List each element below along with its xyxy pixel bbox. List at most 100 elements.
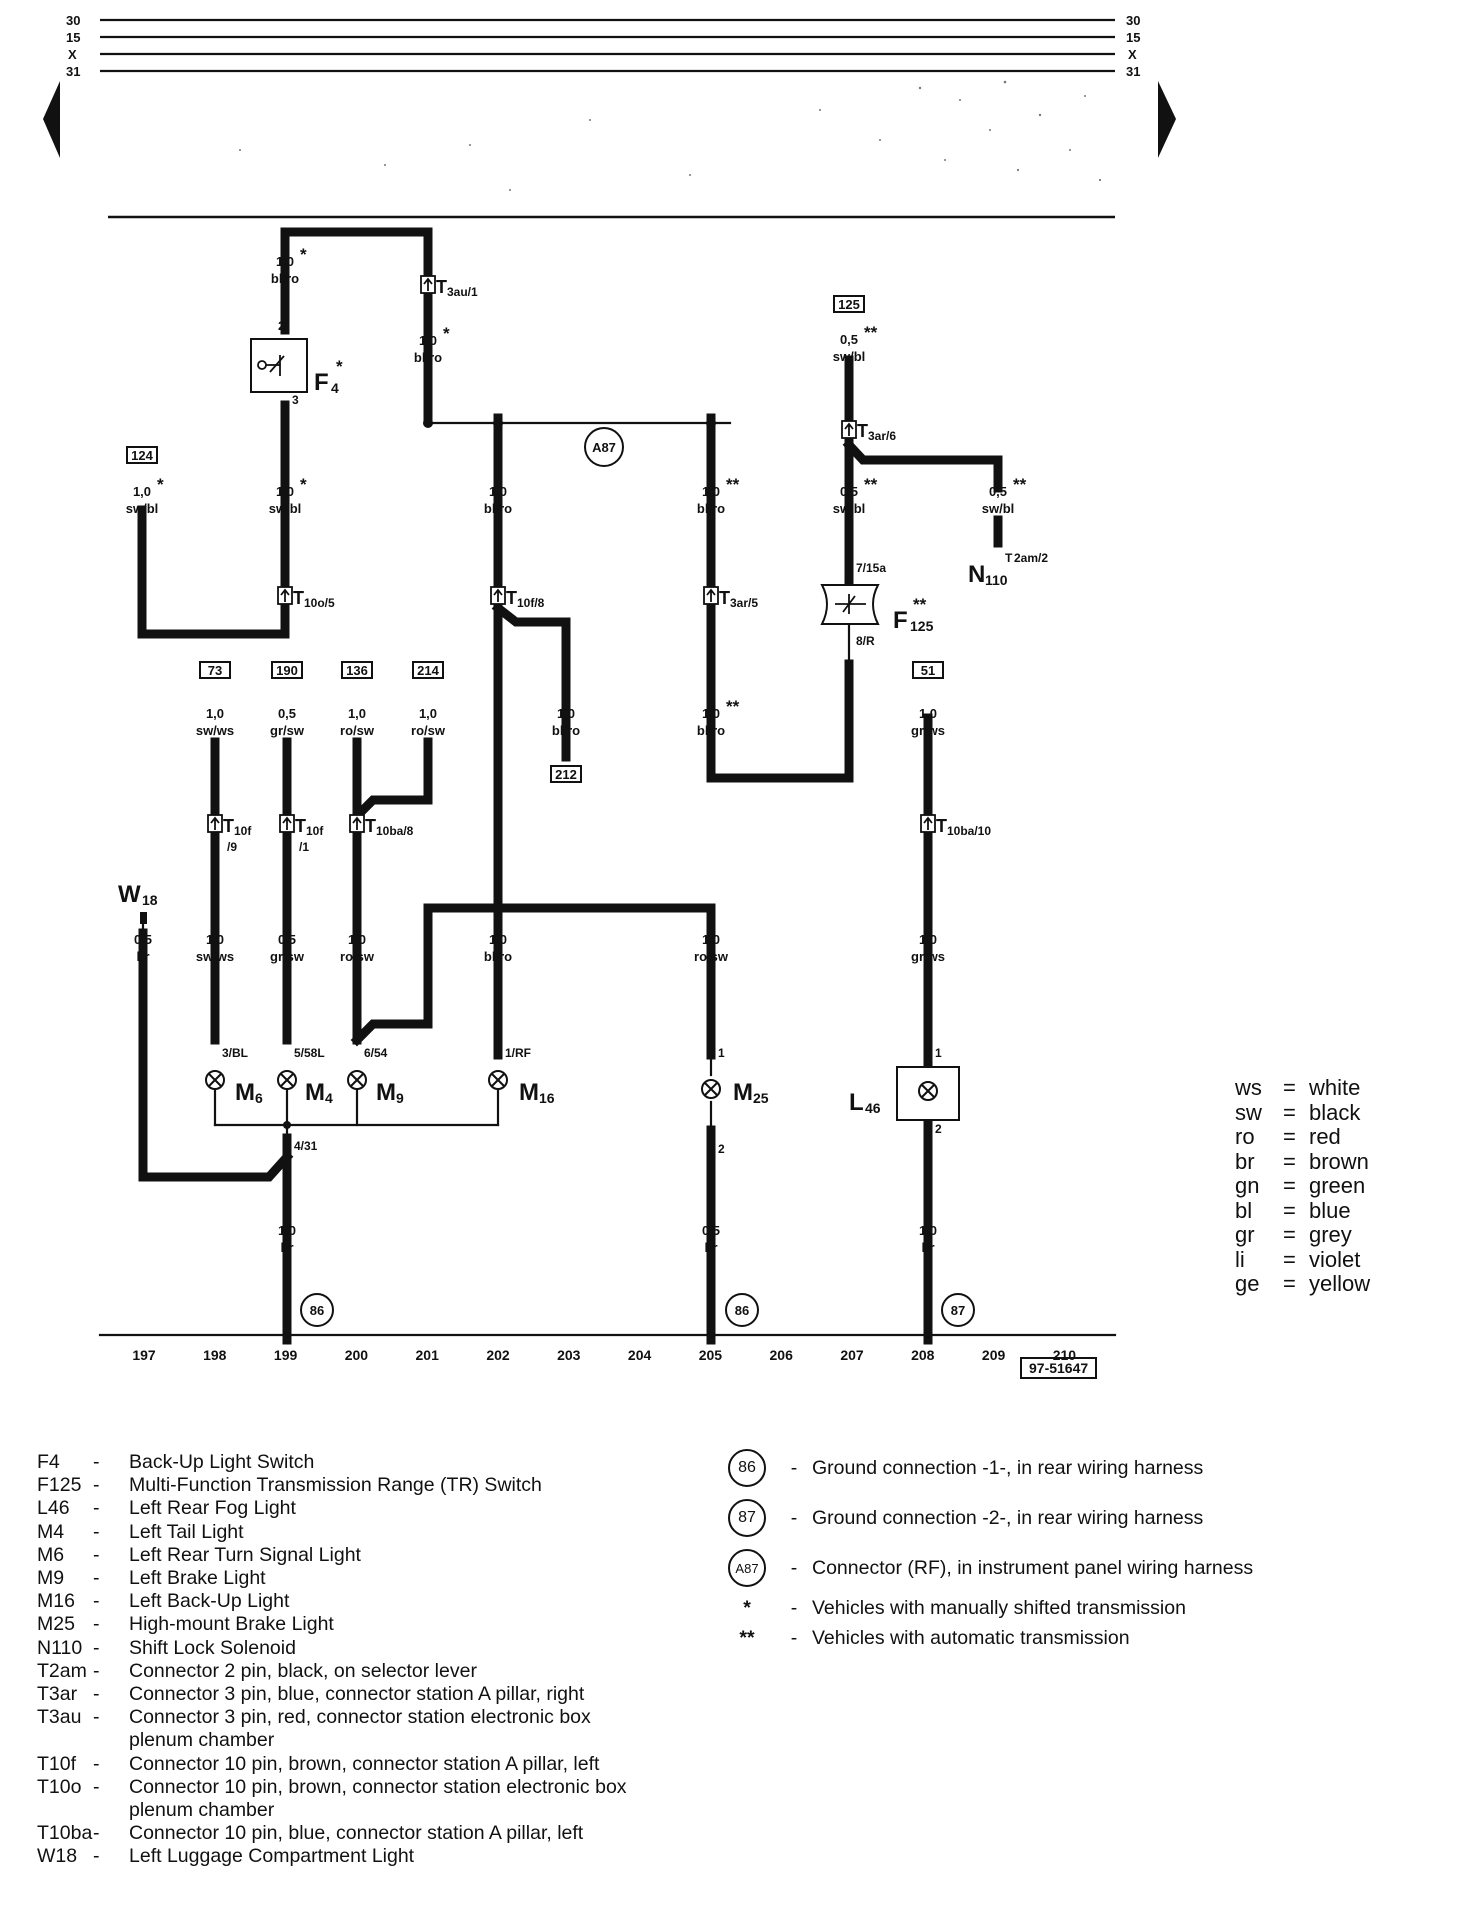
l46-label-sub: 46 bbox=[865, 1100, 881, 1116]
pin-m4: 5/58L bbox=[294, 1046, 325, 1060]
ref-boxes: 124 125 73 190 136 214 212 51 bbox=[126, 295, 944, 783]
spec-202-top-color: bl/ro bbox=[484, 501, 512, 516]
wire-specs: 1,0 bl/ro * 1,0 bl/ro * 1,0 sw/bl * 1,0 … bbox=[126, 245, 1027, 1255]
legend-row: M9-Left Brake Light bbox=[37, 1567, 729, 1590]
bulb-m4-icon bbox=[277, 1070, 297, 1090]
conn-t3au1: T bbox=[436, 277, 447, 297]
spec-f4-top-star: * bbox=[300, 245, 307, 264]
spec-t3au-gauge: 1,0 bbox=[419, 333, 437, 348]
ground-86-b[interactable]: 86 bbox=[725, 1293, 759, 1327]
pin-f125-8-r: 8/R bbox=[856, 634, 875, 648]
pin-m16: 1/RF bbox=[505, 1046, 531, 1060]
spec-l46-color: gr/ws bbox=[911, 949, 945, 964]
junction-dot bbox=[844, 440, 854, 450]
m6-label-sub: 6 bbox=[255, 1090, 263, 1106]
connector-a87[interactable]: A87 bbox=[584, 427, 624, 467]
scan-noise bbox=[239, 80, 1102, 191]
wire-t3au-loop bbox=[280, 227, 433, 423]
legend-row: M6-Left Rear Turn Signal Light bbox=[37, 1544, 729, 1567]
track-number: 205 bbox=[699, 1347, 723, 1363]
bulb-m25-icon bbox=[701, 1079, 721, 1099]
legend-row: F4-Back-Up Light Switch bbox=[37, 1451, 729, 1474]
ref-box-124[interactable]: 124 bbox=[126, 446, 158, 464]
spec-136-color: ro/sw bbox=[340, 723, 375, 738]
rail-label-x-left: X bbox=[68, 47, 77, 62]
next-page-arrow-icon[interactable] bbox=[1158, 81, 1176, 158]
wires-thick bbox=[137, 227, 1003, 1345]
track-number: 198 bbox=[203, 1347, 227, 1363]
pin-m9: 6/54 bbox=[364, 1046, 388, 1060]
conn-t10f1-sub: 10f bbox=[306, 824, 324, 838]
spec-51-color: gr/ws bbox=[911, 723, 945, 738]
f4-label-sub: 4 bbox=[331, 380, 339, 396]
spec-205-top-color: bl/ro bbox=[697, 501, 725, 516]
ref-box-190-label: 190 bbox=[276, 663, 298, 678]
ref-box-124-label: 124 bbox=[131, 448, 153, 463]
conn-t10o5-sub: 10o/5 bbox=[304, 596, 335, 610]
spec-m6-gauge: 1,0 bbox=[206, 932, 224, 947]
ground-86-a-label: 86 bbox=[310, 1303, 324, 1318]
legend-code: F125 bbox=[37, 1474, 82, 1497]
spec-gnd208-color: br bbox=[922, 1240, 935, 1255]
ref-box-51[interactable]: 51 bbox=[912, 661, 944, 679]
legend-code: T3ar bbox=[37, 1683, 78, 1706]
color-key: ws=white sw=black ro=red br=brown gn=gre… bbox=[1235, 1075, 1370, 1297]
spec-n110-color: sw/bl bbox=[982, 501, 1015, 516]
legend-code: W18 bbox=[37, 1845, 78, 1868]
wire-214-join bbox=[350, 737, 433, 823]
junction-dot bbox=[493, 418, 503, 428]
f4-label: F bbox=[314, 369, 329, 396]
connector-pin-icon bbox=[349, 814, 365, 833]
bulb-m9-icon bbox=[347, 1070, 367, 1090]
track-number: 200 bbox=[345, 1347, 369, 1363]
conn-t10o5: T bbox=[293, 588, 304, 608]
spec-l46-gauge: 1,0 bbox=[919, 932, 937, 947]
ref-box-212[interactable]: 212 bbox=[550, 765, 582, 783]
conn-t3ar6: T bbox=[857, 421, 868, 441]
legend-code: M25 bbox=[37, 1613, 75, 1636]
track-number: 201 bbox=[416, 1347, 440, 1363]
n110-label-sub: 110 bbox=[985, 572, 1008, 588]
ref-box-125-label: 125 bbox=[838, 297, 860, 312]
ref-box-136[interactable]: 136 bbox=[341, 661, 373, 679]
wire-124-loop bbox=[137, 505, 290, 639]
ref-box-73[interactable]: 73 bbox=[199, 661, 231, 679]
spec-n110-star: ** bbox=[1013, 475, 1027, 494]
ref-box-125[interactable]: 125 bbox=[833, 295, 865, 313]
ground-87-icon: 87 bbox=[728, 1499, 766, 1537]
m6-label: M bbox=[235, 1079, 255, 1106]
color-name: violet bbox=[1309, 1246, 1361, 1272]
color-name: green bbox=[1309, 1173, 1366, 1198]
spec-m16-gauge: 1,0 bbox=[489, 932, 507, 947]
pin-m25-2: 2 bbox=[718, 1142, 725, 1156]
wire-to-212 bbox=[491, 601, 571, 762]
spec-214-color: ro/sw bbox=[411, 723, 446, 738]
track-number: 207 bbox=[840, 1347, 864, 1363]
spec-73-color: sw/ws bbox=[196, 723, 234, 738]
legend-desc: Connector 2 pin, black, on selector leve… bbox=[129, 1659, 477, 1682]
ref-box-190[interactable]: 190 bbox=[271, 661, 303, 679]
symbol-legend: 86 -Ground connection -1-, in rear wirin… bbox=[718, 1443, 1253, 1653]
ref-box-212-label: 212 bbox=[555, 767, 577, 782]
ground-86-b-label: 86 bbox=[735, 1303, 749, 1318]
spec-t3ar6-gauge: 0,5 bbox=[840, 484, 858, 499]
spec-t3au-color: bl/ro bbox=[414, 350, 442, 365]
legend-desc: High-mount Brake Light bbox=[129, 1613, 334, 1636]
color-code: ws bbox=[1235, 1075, 1262, 1100]
pin-f4-2: 2 bbox=[278, 319, 285, 333]
conn-t10ba8-sub: 10ba/8 bbox=[376, 824, 414, 838]
spec-m4-gauge: 0,5 bbox=[278, 932, 296, 947]
spec-gnd205-gauge: 0,5 bbox=[702, 1223, 720, 1238]
junction-dot bbox=[423, 418, 433, 428]
bulbs bbox=[205, 1066, 960, 1121]
ref-box-214[interactable]: 214 bbox=[412, 661, 444, 679]
ground-86-a[interactable]: 86 bbox=[300, 1293, 334, 1327]
color-key-row: ro=red bbox=[1235, 1124, 1341, 1149]
legend-row: L46-Left Rear Fog Light bbox=[37, 1497, 729, 1520]
conn-t10f8: T bbox=[506, 588, 517, 608]
symbol-legend-row: ** -Vehicles with automatic transmission bbox=[718, 1623, 1253, 1653]
ground-87[interactable]: 87 bbox=[941, 1293, 975, 1327]
previous-page-arrow-icon[interactable] bbox=[43, 81, 60, 158]
l46-label: L bbox=[849, 1089, 864, 1116]
